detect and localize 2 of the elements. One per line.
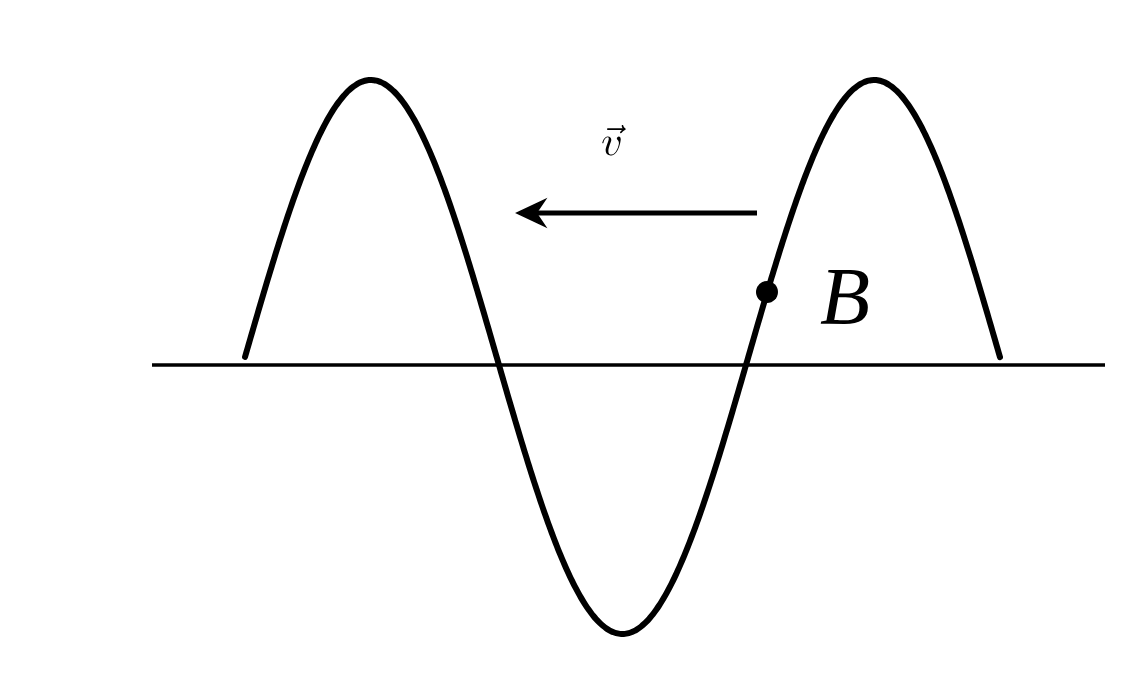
velocity-label: $\vec{v}$ xyxy=(602,125,626,156)
point-label: B xyxy=(820,270,869,324)
